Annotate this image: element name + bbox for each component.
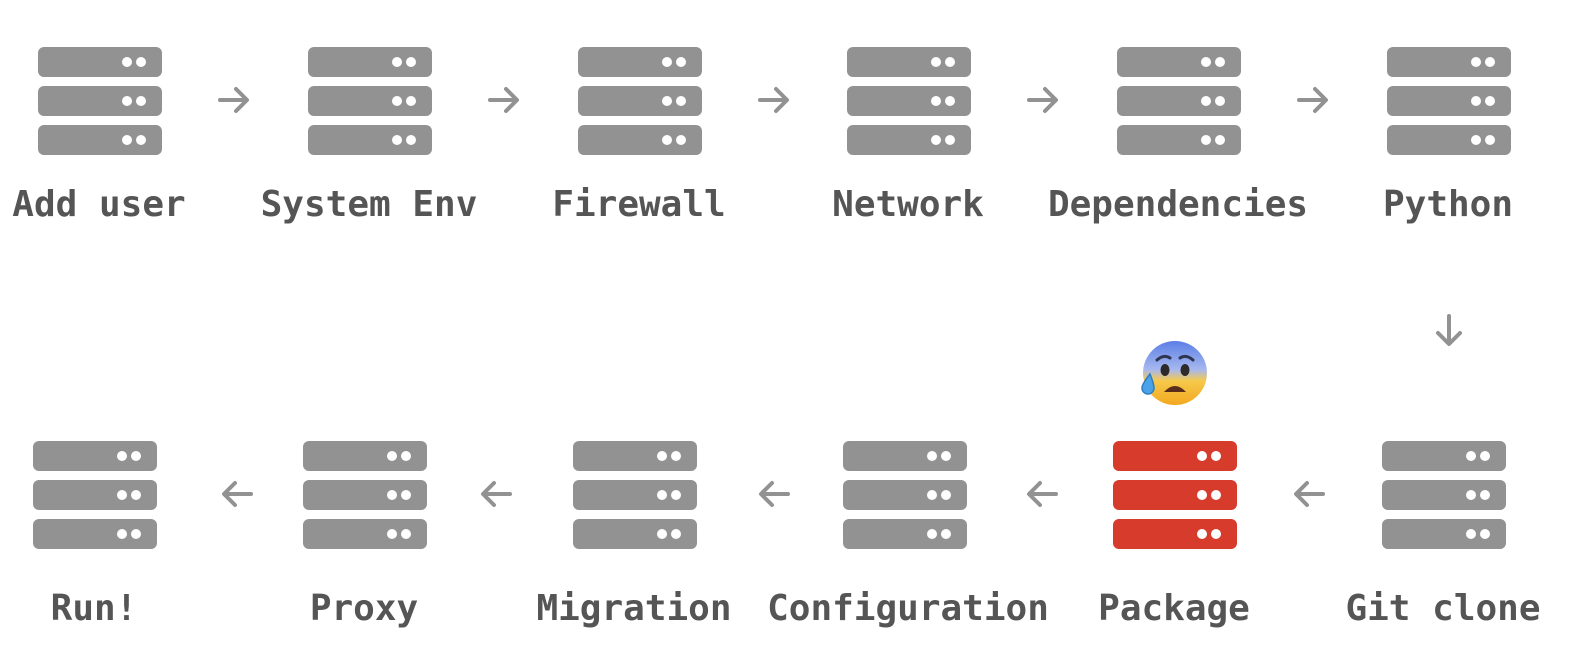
server-icon-network (847, 47, 971, 155)
server-icon-git-clone (1382, 441, 1506, 549)
server-icon-migration (573, 441, 697, 549)
step-label-add-user: Add user (12, 184, 186, 225)
step-label-git-clone: Git clone (1345, 588, 1541, 629)
server-icon-python (1387, 47, 1511, 155)
server-icon-add-user (38, 47, 162, 155)
step-label-network: Network (832, 184, 984, 225)
server-icon-configuration (843, 441, 967, 549)
arrow-left-icon (754, 474, 794, 514)
server-icon-dependencies (1117, 47, 1241, 155)
server-icon-system-env (308, 47, 432, 155)
arrow-left-icon (217, 474, 257, 514)
arrow-right-icon (214, 80, 254, 120)
step-label-python: Python (1382, 184, 1514, 225)
server-icon-run (33, 441, 157, 549)
arrow-left-icon (1289, 474, 1329, 514)
step-label-configuration: Configuration (767, 588, 1049, 629)
arrow-down-icon (1429, 311, 1469, 351)
arrow-left-icon (1022, 474, 1062, 514)
step-label-run: Run! (50, 588, 138, 629)
anxious-face-with-sweat-icon (1141, 341, 1207, 405)
server-icon-package-failed (1113, 441, 1237, 549)
step-label-proxy: Proxy (309, 588, 419, 629)
arrow-right-icon (1023, 80, 1063, 120)
step-label-dependencies: Dependencies (1047, 184, 1309, 225)
arrow-right-icon (754, 80, 794, 120)
step-label-package: Package (1098, 588, 1250, 629)
server-icon-firewall (578, 47, 702, 155)
arrow-right-icon (1293, 80, 1333, 120)
arrow-right-icon (484, 80, 524, 120)
step-label-migration: Migration (536, 588, 732, 629)
step-label-system-env: System Env (260, 184, 478, 225)
step-label-firewall: Firewall (552, 184, 726, 225)
server-icon-proxy (303, 441, 427, 549)
arrow-left-icon (476, 474, 516, 514)
